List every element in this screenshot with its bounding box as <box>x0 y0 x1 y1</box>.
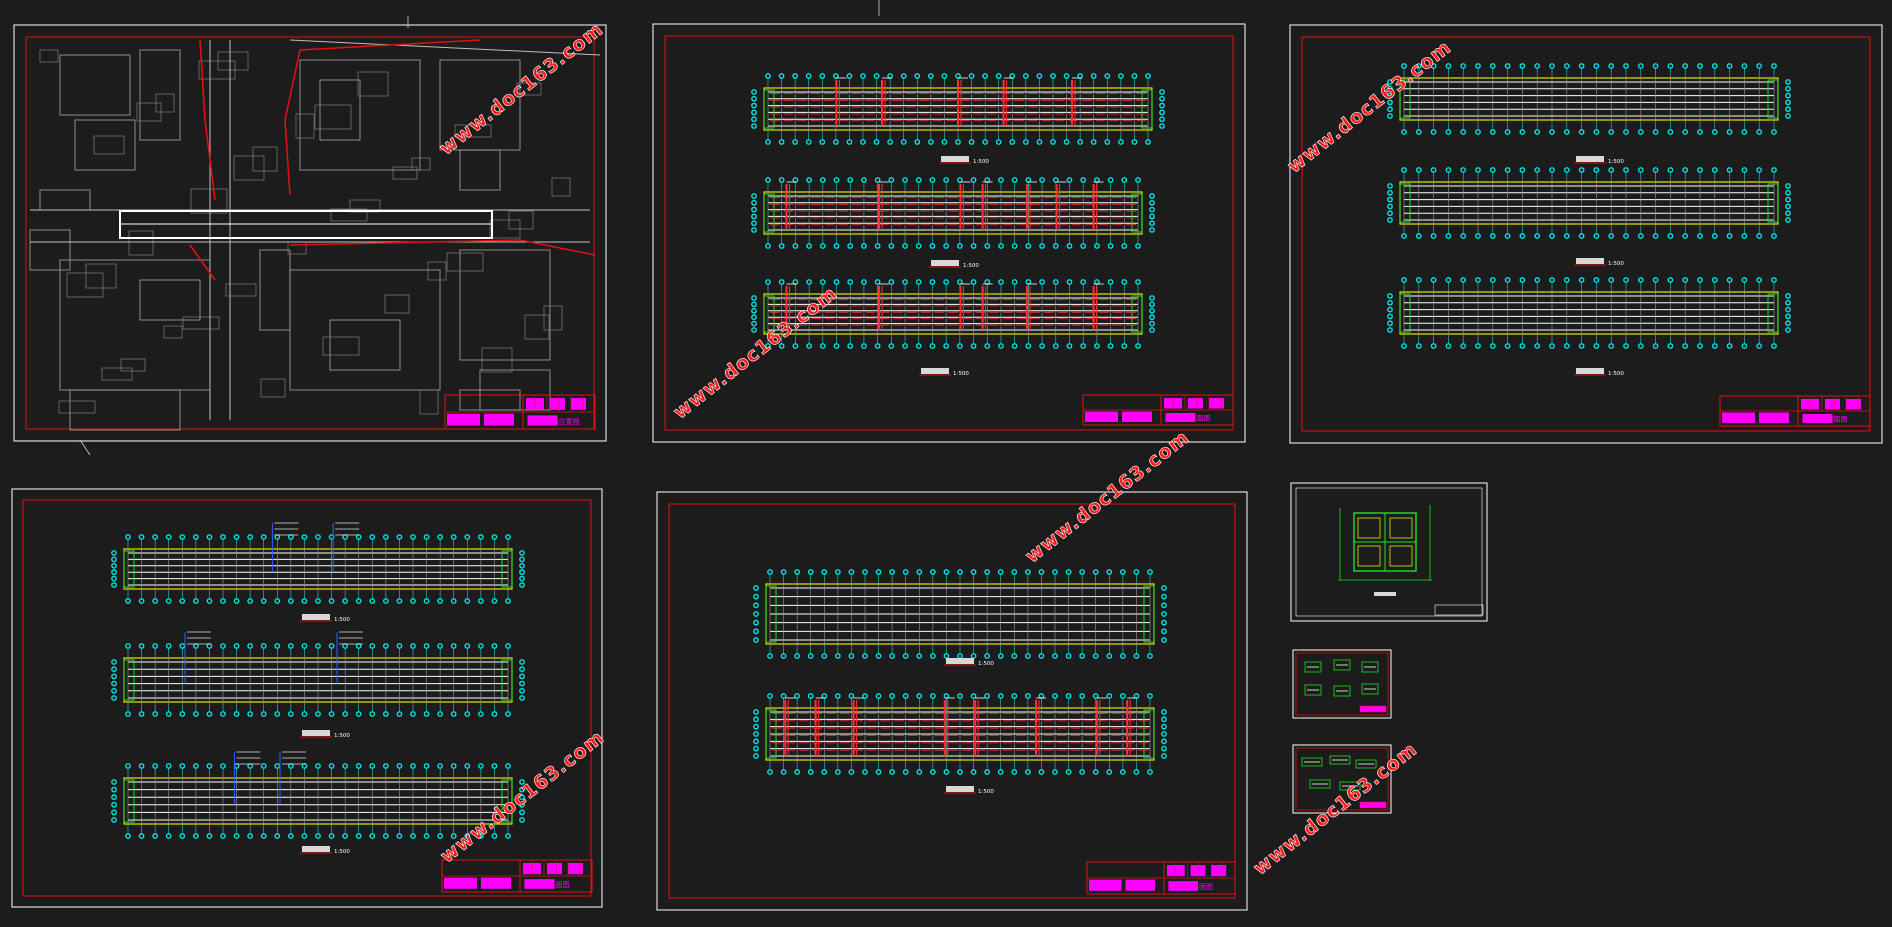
plan-1a <box>751 73 1165 145</box>
plan-3a <box>111 522 525 604</box>
caption-1b: 1:500 <box>929 260 979 269</box>
sheet-detail <box>1290 482 1488 622</box>
detail-figure <box>1338 505 1432 596</box>
plan-3b <box>111 631 525 717</box>
svg-text:1:500: 1:500 <box>953 371 969 377</box>
plan-4b <box>753 693 1167 775</box>
svg-text:1:500: 1:500 <box>334 733 350 739</box>
svg-text:平面图: 平面图 <box>1192 883 1213 891</box>
caption-3c: 1:500 <box>300 846 350 855</box>
sheet-plans-1: 1:500 1:500 1:500 平面图 <box>652 23 1246 443</box>
caption-1c: 1:500 <box>919 368 969 377</box>
sheet-detail-mini-2 <box>1292 744 1392 814</box>
sheet-3-title-block: 平面图 <box>1719 395 1871 427</box>
caption-3b: 1:500 <box>300 730 350 739</box>
caption-2b: 1:500 <box>1574 258 1624 267</box>
sheet-detail-mini-1 <box>1292 649 1392 719</box>
site-plan-map <box>29 39 601 431</box>
sheet-plans-4-frame <box>668 503 1236 899</box>
sheet-2-title-block: 平面图 <box>1082 394 1234 426</box>
svg-text:平面图: 平面图 <box>1827 416 1848 424</box>
svg-text:平面图: 平面图 <box>549 881 570 889</box>
svg-text:1:500: 1:500 <box>978 789 994 795</box>
plan-4a <box>753 569 1167 659</box>
svg-text:1:500: 1:500 <box>334 617 350 623</box>
sheet-site-plan-border <box>13 24 607 442</box>
caption-3a: 1:500 <box>300 614 350 623</box>
plan-2c <box>1387 277 1791 349</box>
svg-text:1:500: 1:500 <box>1608 261 1624 267</box>
sheet-plans-4: 1:500 1:500 平面图 <box>656 491 1248 911</box>
caption-4a: 1:500 <box>944 658 994 667</box>
sheet-plans-2: 1:500 1:500 1:500 平面图 <box>1289 24 1883 444</box>
sheet-plans-3-border <box>11 488 603 908</box>
sheet-site-plan-frame <box>25 36 595 430</box>
sheet-5-title-block: 平面图 <box>1086 861 1236 895</box>
svg-text:1:500: 1:500 <box>963 263 979 269</box>
sheet-plans-4-border <box>656 491 1248 911</box>
svg-text:平面位置图: 平面位置图 <box>545 417 580 426</box>
svg-text:1:500: 1:500 <box>1608 371 1624 377</box>
svg-text:1:500: 1:500 <box>334 849 350 855</box>
sheet-4-title-block: 平面图 <box>441 859 593 893</box>
site-plan-title-block: 平面位置图 <box>444 394 596 430</box>
sheet-plans-2-frame <box>1301 36 1871 432</box>
caption-2a: 1:500 <box>1574 156 1624 165</box>
svg-text:1:500: 1:500 <box>1608 159 1624 165</box>
plan-1c <box>751 279 1155 349</box>
sheet-site-plan: 平面位置图 <box>13 24 607 442</box>
caption-1a: 1:500 <box>939 156 989 165</box>
svg-text:1:500: 1:500 <box>973 159 989 165</box>
plan-3c <box>111 751 525 839</box>
plan-1b <box>751 177 1155 249</box>
sheet-plans-2-border <box>1289 24 1883 444</box>
sheet-plans-1-border <box>652 23 1246 443</box>
svg-text:平面图: 平面图 <box>1190 415 1211 423</box>
caption-2c: 1:500 <box>1574 368 1624 377</box>
sheet-plans-1-frame <box>664 35 1234 431</box>
sheet-plans-3: 1:500 1:500 1:500 平面图 <box>11 488 603 908</box>
sheet-plans-3-frame <box>22 499 592 897</box>
caption-4b: 1:500 <box>944 786 994 795</box>
svg-text:1:500: 1:500 <box>978 661 994 667</box>
plan-2a <box>1387 63 1791 135</box>
plan-2b <box>1387 167 1791 239</box>
